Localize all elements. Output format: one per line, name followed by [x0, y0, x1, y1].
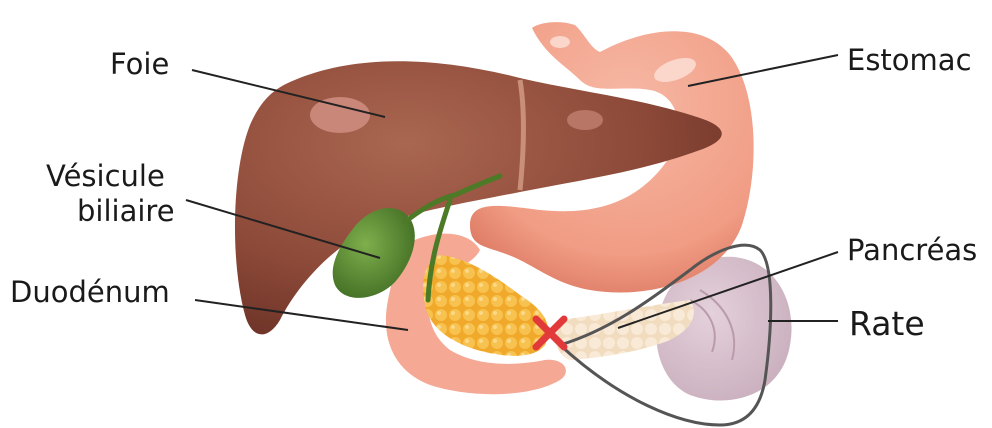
label-rate: Rate	[849, 304, 925, 343]
label-foie: Foie	[110, 47, 169, 81]
label-duodenum: Duodénum	[10, 275, 170, 309]
label-pancreas: Pancréas	[847, 233, 977, 267]
label-vesicule-line2: biliaire	[77, 194, 175, 228]
label-vesicule-line1: Vésicule	[46, 159, 165, 193]
label-estomac: Estomac	[847, 43, 972, 77]
leader-line-duodenum	[195, 300, 408, 330]
